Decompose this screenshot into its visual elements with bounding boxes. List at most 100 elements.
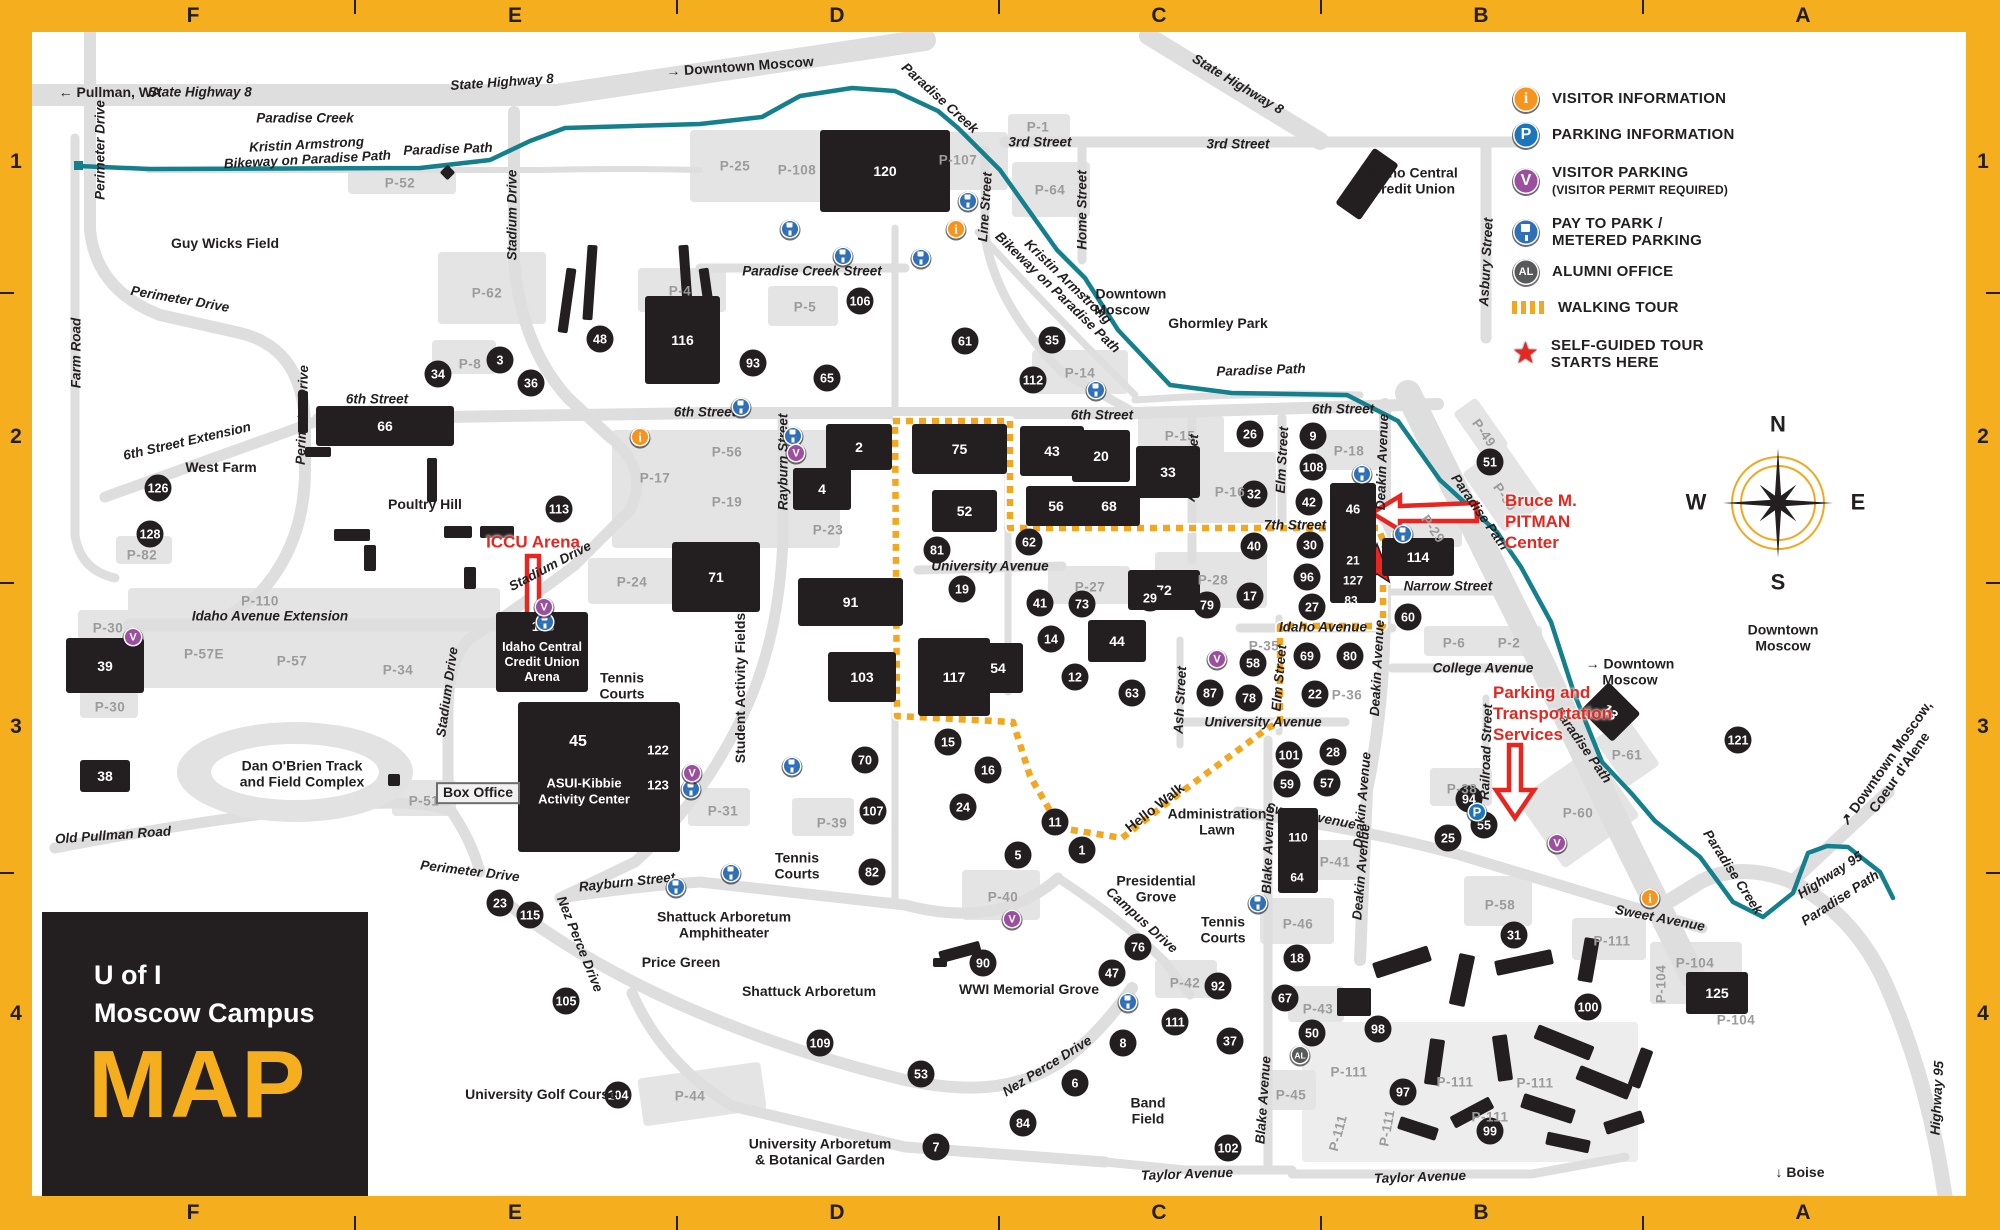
building-91[interactable]: 91 [798,578,903,626]
building-5[interactable]: 5 [1004,841,1032,869]
metered-parking-icon[interactable] [783,426,803,446]
building-99[interactable]: 99 [1476,1117,1504,1145]
building-93[interactable]: 93 [739,349,767,377]
info-icon[interactable]: i [630,427,650,447]
building-76[interactable]: 76 [1124,933,1152,961]
building-33[interactable]: 33 [1136,446,1200,498]
building-36[interactable]: 36 [517,369,545,397]
building-35[interactable]: 35 [1038,326,1066,354]
building-32[interactable]: 32 [1240,480,1268,508]
metered-parking-icon[interactable] [1248,893,1268,913]
building-29[interactable]: 29 [1136,584,1164,612]
building-54[interactable]: 54 [973,643,1023,693]
metered-parking-icon[interactable] [666,877,686,897]
building-102[interactable]: 102 [1214,1134,1242,1162]
building-31[interactable]: 31 [1500,921,1528,949]
metered-parking-icon[interactable] [958,191,978,211]
building-60[interactable]: 60 [1394,603,1422,631]
building-78[interactable]: 78 [1235,684,1263,712]
visitor-parking-icon[interactable]: V [1207,649,1227,669]
parking-info-icon[interactable]: P [1467,802,1487,822]
building-70[interactable]: 70 [851,746,879,774]
parking-lot[interactable] [1316,430,1380,470]
parking-lot[interactable] [1453,397,1509,461]
metered-parking-icon[interactable] [782,756,802,776]
building-23[interactable]: 23 [486,889,514,917]
parking-lot[interactable] [1260,898,1334,944]
metered-parking-icon[interactable] [681,779,701,799]
building-47[interactable]: 47 [1098,959,1126,987]
building-96[interactable]: 96 [1293,563,1321,591]
alumni-office-icon[interactable]: AL [1290,1045,1310,1065]
parking-lot[interactable] [1008,114,1070,138]
building-40[interactable]: 40 [1240,532,1268,560]
building-24[interactable]: 24 [949,793,977,821]
parking-lot[interactable] [1288,986,1344,1022]
building-4[interactable]: 4 [793,468,851,510]
building-97[interactable]: 97 [1389,1078,1417,1106]
building-7[interactable]: 7 [922,1133,950,1161]
building-81[interactable]: 81 [923,536,951,564]
parking-lot[interactable] [1260,1070,1316,1110]
building-105[interactable]: 105 [552,987,580,1015]
building-75[interactable]: 75 [912,424,1007,474]
building-112[interactable]: 112 [1019,366,1047,394]
visitor-parking-icon[interactable]: V [1002,909,1022,929]
building-128[interactable]: 128 [136,520,164,548]
building-115[interactable]: 115 [516,901,544,929]
building-59[interactable]: 59 [1273,770,1301,798]
building-108[interactable]: 108 [1299,453,1327,481]
building-28[interactable]: 28 [1319,738,1347,766]
parking-lot[interactable] [1310,840,1360,880]
building-41[interactable]: 41 [1026,589,1054,617]
building-104[interactable]: 104 [604,1081,632,1109]
parking-lot[interactable] [792,798,854,836]
building-62[interactable]: 62 [1015,528,1043,556]
building-18[interactable]: 18 [1283,944,1311,972]
building-52[interactable]: 52 [932,490,997,532]
parking-lot[interactable] [1302,1022,1638,1162]
building-6[interactable]: 6 [1061,1069,1089,1097]
metered-parking-icon[interactable] [780,219,800,239]
visitor-parking-icon[interactable]: V [786,443,806,463]
building-58[interactable]: 58 [1239,649,1267,677]
building-103[interactable]: 103 [828,652,896,702]
building-37[interactable]: 37 [1216,1027,1244,1055]
building[interactable] [1278,808,1318,893]
metered-parking-icon[interactable] [535,612,555,632]
metered-parking-icon[interactable] [1086,380,1106,400]
metered-parking-icon[interactable] [731,397,751,417]
building-65[interactable]: 65 [813,364,841,392]
building-3[interactable]: 3 [486,346,514,374]
building-2[interactable]: 2 [826,424,892,470]
metered-parking-icon[interactable] [1352,464,1372,484]
building-100[interactable]: 100 [1574,993,1602,1021]
building-92[interactable]: 92 [1204,972,1232,1000]
building-56[interactable]: 56 [1026,486,1086,526]
building-114[interactable]: 114 [1382,538,1454,576]
building-50[interactable]: 50 [1298,1019,1326,1047]
building-12[interactable]: 12 [1061,663,1089,691]
building-44[interactable]: 44 [1088,620,1146,662]
parking-lot[interactable] [690,130,850,202]
building-51[interactable]: 51 [1476,448,1504,476]
building-125[interactable]: 125 [1686,972,1748,1014]
building-66[interactable]: 66 [316,406,454,446]
building-71[interactable]: 71 [672,542,760,612]
building-68[interactable]: 68 [1078,486,1140,526]
building-9[interactable]: 9 [1299,422,1327,450]
building-126[interactable]: 126 [144,474,172,502]
building-120[interactable]: 120 [820,130,950,212]
parking-lot[interactable] [688,788,750,826]
building-63[interactable]: 63 [1118,679,1146,707]
parking-lot[interactable] [1048,566,1130,604]
building-16[interactable]: 16 [974,756,1002,784]
parking-lot[interactable] [1464,876,1532,926]
building-57[interactable]: 57 [1313,769,1341,797]
parking-lot[interactable] [128,588,500,688]
building-61[interactable]: 61 [951,327,979,355]
building-67[interactable]: 67 [1271,984,1299,1012]
building-30[interactable]: 30 [1296,531,1324,559]
building-113[interactable]: 113 [545,495,573,523]
building-14[interactable]: 14 [1037,625,1065,653]
